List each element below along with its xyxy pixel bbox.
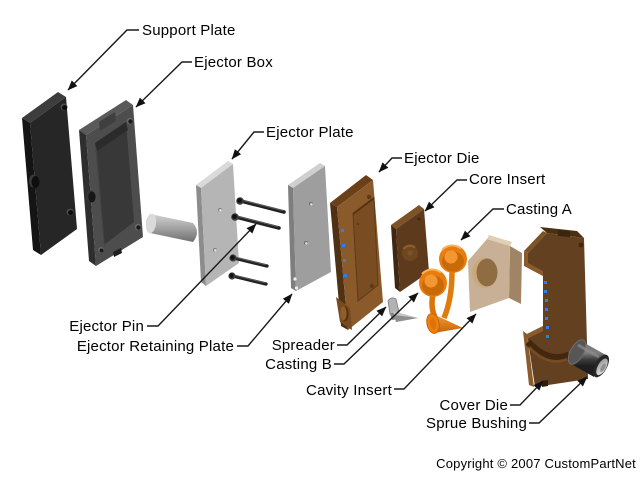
ejector-pin-part <box>231 213 281 230</box>
water-line-dots <box>544 281 549 338</box>
label-cover-die: Cover Die <box>439 397 508 414</box>
casting-part <box>419 244 467 334</box>
cavity-insert-part <box>468 235 522 312</box>
label-casting-b: Casting B <box>265 356 332 373</box>
spreader-part <box>387 297 418 322</box>
label-support-plate: Support Plate <box>142 22 236 39</box>
ejector-pin-part <box>229 254 269 268</box>
support-plate-part <box>22 92 77 255</box>
leader-support-plate <box>67 29 139 91</box>
ejector-die-part <box>330 175 383 330</box>
ejector-pins-part <box>228 197 286 286</box>
knockout-rod-part <box>145 213 197 242</box>
sprue-bushing-part <box>567 339 610 378</box>
leader-ejector-box <box>135 61 192 108</box>
label-spreader: Spreader <box>271 337 335 354</box>
leader-ejector-plate <box>231 131 264 160</box>
leader-ejector-pin <box>147 223 257 327</box>
label-sprue-bushing: Sprue Bushing <box>425 415 527 432</box>
label-cavity-insert: Cavity Insert <box>306 382 392 399</box>
ejector-retaining-plate-part <box>288 163 331 291</box>
sprue-cone <box>426 313 463 334</box>
leader-casting-a <box>460 208 504 241</box>
label-casting-a: Casting A <box>506 201 573 218</box>
label-ejector-pin: Ejector Pin <box>69 318 144 335</box>
ejector-box-part <box>79 100 143 266</box>
casting-a-cup <box>439 244 467 273</box>
label-ejector-die: Ejector Die <box>404 150 480 167</box>
leader-spreader <box>337 306 387 346</box>
core-insert-part <box>391 205 429 292</box>
leader-ejector-retaining-plate <box>237 293 293 347</box>
ejector-plate-part <box>196 161 239 286</box>
ejector-pin-part <box>236 197 286 214</box>
leader-cavity-insert <box>394 313 477 390</box>
water-line-dots <box>341 229 347 277</box>
label-core-insert: Core Insert <box>469 171 546 188</box>
copyright-text: Copyright © 2007 CustomPartNet <box>436 456 636 471</box>
label-ejector-box: Ejector Box <box>194 54 273 71</box>
label-ejector-retaining-plate: Ejector Retaining Plate <box>76 338 234 355</box>
leader-ejector-die <box>378 157 402 173</box>
leader-sprue-bushing <box>529 376 588 424</box>
leader-core-insert <box>424 179 467 212</box>
casting-b-cup <box>419 268 447 297</box>
leader-casting-b <box>334 292 419 365</box>
label-ejector-plate: Ejector Plate <box>266 124 354 141</box>
leader-cover-die <box>510 380 544 406</box>
ejector-pin-part <box>228 272 268 286</box>
leader-lines <box>67 29 588 424</box>
